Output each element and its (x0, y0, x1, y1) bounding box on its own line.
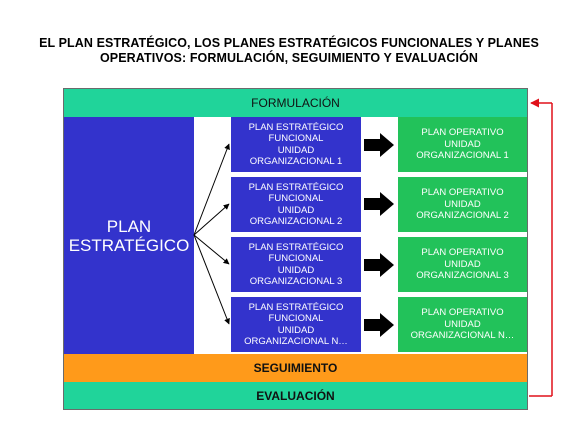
formulacion-band: FORMULACIÓN (64, 89, 527, 117)
operative-plan-1: PLAN OPERATIVO UNIDAD ORGANIZACIONAL 1 (398, 117, 527, 172)
functional-plan-line: FUNCIONAL (268, 193, 324, 204)
functional-plan-line: PLAN ESTRATÉGICO (248, 181, 344, 193)
functional-plan-line: UNIDAD (277, 264, 315, 276)
fan-arrow-1 (193, 143, 230, 236)
fan-arrow-4 (193, 234, 230, 325)
title-line-1: EL PLAN ESTRATÉGICO, LOS PLANES ESTRATÉG… (39, 36, 539, 50)
operative-plan-line: PLAN OPERATIVO (421, 127, 504, 139)
functional-plan-line: FUNCIONAL (268, 133, 324, 144)
operative-plan-line: UNIDAD (444, 198, 481, 210)
functional-plan-line: FUNCIONAL (268, 313, 324, 324)
fan-arrows (193, 143, 230, 325)
operative-plan-2: PLAN OPERATIVO UNIDAD ORGANIZACIONAL 2 (398, 177, 527, 232)
functional-plan-line: ORGANIZACIONAL 3 (249, 276, 343, 287)
functional-plan-line: PLAN ESTRATÉGICO (248, 301, 344, 313)
operative-plan-line: UNIDAD (444, 138, 481, 150)
operative-plan-line: PLAN OPERATIVO (421, 187, 504, 199)
functional-plan-line: FUNCIONAL (268, 253, 324, 264)
operative-plan-line: ORGANIZACIONAL 3 (416, 270, 509, 282)
functional-plan-n: PLAN ESTRATÉGICO FUNCIONAL UNIDAD ORGANI… (231, 297, 361, 352)
operative-plan-line: UNIDAD (444, 318, 481, 330)
operative-plan-line: UNIDAD (444, 258, 481, 270)
functional-plan-line: UNIDAD (277, 324, 315, 336)
functional-plan-3: PLAN ESTRATÉGICO FUNCIONAL UNIDAD ORGANI… (231, 237, 361, 292)
block-arrow-icon (364, 192, 394, 216)
seguimiento-band: SEGUIMIENTO (64, 354, 527, 382)
functional-plan-line: UNIDAD (277, 204, 315, 216)
operative-plan-line: PLAN OPERATIVO (421, 307, 504, 319)
functional-plan-2: PLAN ESTRATÉGICO FUNCIONAL UNIDAD ORGANI… (231, 177, 361, 232)
block-arrow-icon (364, 253, 394, 277)
block-arrow-icon (364, 313, 394, 337)
fan-arrow-3 (193, 234, 230, 265)
functional-plan-line: UNIDAD (277, 144, 315, 156)
plan-estrategico-line-2: ESTRATÉGICO (68, 235, 190, 255)
operative-plan-line: ORGANIZACIONAL 1 (416, 150, 509, 162)
operative-plan-3: PLAN OPERATIVO UNIDAD ORGANIZACIONAL 3 (398, 237, 527, 292)
functional-plan-1: PLAN ESTRATÉGICO FUNCIONAL UNIDAD ORGANI… (231, 117, 361, 172)
title-line-2: OPERATIVOS: FORMULACIÓN, SEGUIMIENTO Y E… (99, 51, 479, 65)
diagram-title: EL PLAN ESTRATÉGICO, LOS PLANES ESTRATÉG… (0, 36, 578, 66)
block-arrow-icon (364, 133, 394, 157)
functional-plan-line: PLAN ESTRATÉGICO (248, 121, 344, 133)
functional-plan-line: PLAN ESTRATÉGICO (248, 241, 344, 253)
functional-plan-line: ORGANIZACIONAL 2 (249, 216, 343, 227)
functional-plan-line: ORGANIZACIONAL 1 (249, 156, 343, 167)
plan-estrategico-line-1: PLAN (106, 216, 152, 236)
evaluacion-band: EVALUACIÓN (64, 382, 527, 409)
feedback-loop (529, 98, 553, 397)
fan-arrow-2 (193, 203, 230, 236)
operative-plan-line: ORGANIZACIONAL N… (410, 330, 515, 342)
functional-plan-line: ORGANIZACIONAL N… (244, 336, 348, 347)
operative-plan-line: ORGANIZACIONAL 2 (416, 210, 509, 222)
operative-plan-n: PLAN OPERATIVO UNIDAD ORGANIZACIONAL N… (398, 297, 527, 352)
plan-estrategico-box: PLAN ESTRATÉGICO (64, 117, 194, 354)
operative-plan-line: PLAN OPERATIVO (421, 247, 504, 259)
diagram-frame (63, 88, 528, 410)
